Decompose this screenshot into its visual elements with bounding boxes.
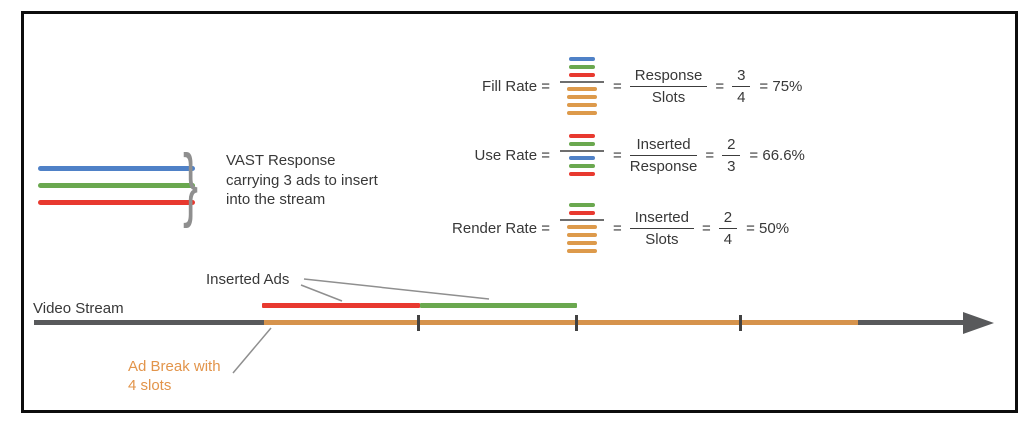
orange-dash	[567, 225, 597, 229]
green-dash	[569, 164, 595, 168]
inserted-ads-label: Inserted Ads	[206, 271, 290, 288]
red-dash	[569, 134, 595, 138]
value-numerator: 2	[718, 209, 738, 229]
fill-rate-value-fraction: 3 4	[732, 67, 751, 106]
slot-tick-1	[417, 315, 420, 331]
blue-dash	[569, 57, 595, 61]
fill-rate-dash-fraction	[559, 55, 605, 117]
orange-dash	[567, 111, 597, 115]
render-rate-dash-fraction	[559, 201, 605, 255]
use-rate-word-fraction: Inserted Response	[629, 136, 698, 175]
use-rate-numerator-dashes	[569, 132, 595, 148]
vast-response-label-line3: into the stream	[226, 191, 326, 208]
ad-break-label-line2: 4 slots	[128, 377, 172, 394]
orange-dash	[567, 241, 597, 245]
value-denominator: 4	[737, 88, 746, 106]
orange-dash	[567, 87, 597, 91]
use-rate-value-fraction: 2 3	[722, 136, 741, 175]
use-rate-denominator-dashes	[569, 154, 595, 178]
curly-brace-icon: }	[183, 138, 199, 229]
word-denominator: Slots	[645, 230, 679, 248]
orange-dash	[567, 103, 597, 107]
value-denominator: 3	[727, 157, 736, 175]
orange-dash	[567, 95, 597, 99]
green-dash	[569, 142, 595, 146]
fill-rate-numerator-dashes	[569, 55, 595, 79]
diagram-border	[21, 11, 1018, 413]
fraction-bar	[560, 150, 604, 152]
ad-break-line	[264, 320, 860, 325]
value-numerator: 3	[732, 67, 751, 87]
ad-break-label-line1: Ad Break with	[128, 358, 221, 375]
render-rate-label: Render Rate =	[452, 219, 550, 237]
equals-sign: =	[701, 219, 711, 237]
arrow-head-icon	[963, 312, 994, 334]
use-rate-formula: Use Rate = = Inserted Response = 2 3 = 6…	[420, 119, 920, 191]
value-numerator: 2	[722, 136, 741, 156]
render-rate-result: = 50%	[746, 219, 790, 237]
slot-tick-3	[739, 315, 742, 331]
red-dash	[569, 73, 595, 77]
use-rate-result: = 66.6%	[749, 146, 805, 164]
use-rate-dash-fraction	[559, 132, 605, 178]
ad-break-label: Ad Break with 4 slots	[128, 357, 221, 395]
word-denominator: Response	[629, 157, 698, 175]
render-rate-value-fraction: 2 4	[718, 209, 738, 248]
vast-response-label: VAST Response carrying 3 ads to insert i…	[226, 151, 378, 210]
word-numerator: Inserted	[629, 209, 694, 229]
word-numerator: Inserted	[629, 136, 698, 156]
fill-rate-label: Fill Rate =	[482, 77, 550, 95]
orange-dash	[567, 249, 597, 253]
fill-rate-result: = 75%	[759, 77, 803, 95]
video-stream-line-end	[858, 320, 965, 325]
render-rate-word-fraction: Inserted Slots	[629, 209, 694, 248]
render-rate-formula: Render Rate = = Inserted Slots = 2 4 = 5…	[420, 192, 920, 264]
inserted-ad-red-bar	[262, 303, 420, 308]
fill-rate-denominator-dashes	[567, 85, 597, 117]
fill-rate-formula: Fill Rate = = Response Slots = 3 4 = 75%	[420, 50, 920, 122]
video-stream-label: Video Stream	[33, 300, 124, 317]
slot-tick-2	[575, 315, 578, 331]
fraction-bar	[560, 219, 604, 221]
fill-rate-word-fraction: Response Slots	[629, 67, 708, 106]
inserted-ad-green-bar	[420, 303, 577, 308]
vast-response-label-line1: VAST Response	[226, 152, 336, 169]
green-dash	[569, 65, 595, 69]
vast-ad-line-blue	[38, 166, 195, 171]
red-dash	[569, 172, 595, 176]
value-denominator: 4	[723, 230, 733, 248]
red-dash	[569, 211, 595, 215]
equals-sign: =	[715, 77, 725, 95]
equals-sign: =	[705, 146, 715, 164]
render-rate-denominator-dashes	[567, 223, 597, 255]
equals-sign: =	[613, 146, 622, 164]
word-numerator: Response	[629, 67, 708, 87]
use-rate-label: Use Rate =	[474, 146, 550, 164]
orange-dash	[567, 233, 597, 237]
vast-ad-line-red	[38, 200, 195, 205]
vast-ad-line-green	[38, 183, 195, 188]
word-denominator: Slots	[651, 88, 686, 106]
blue-dash	[569, 156, 595, 160]
vast-response-label-line2: carrying 3 ads to insert	[226, 171, 378, 189]
video-stream-line	[34, 320, 265, 325]
render-rate-numerator-dashes	[569, 201, 595, 217]
equals-sign: =	[613, 77, 622, 95]
fraction-bar	[560, 81, 604, 83]
green-dash	[569, 203, 595, 207]
equals-sign: =	[613, 219, 622, 237]
